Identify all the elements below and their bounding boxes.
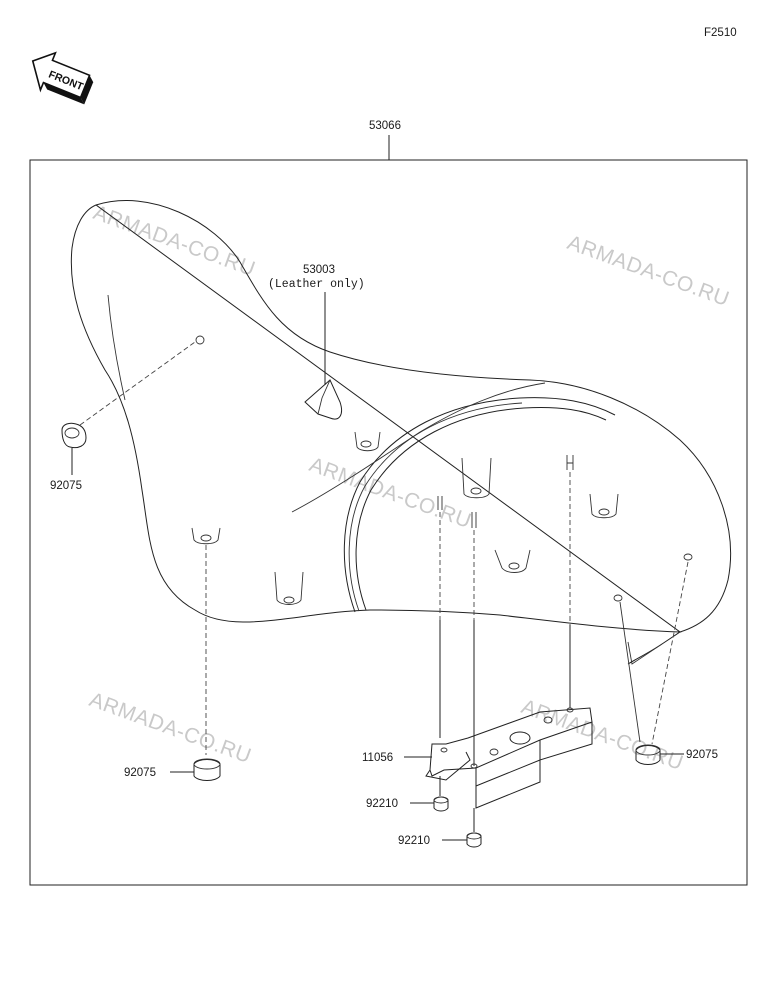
hole-right: [683, 553, 693, 561]
watermark-1: ARMADA-CO.RU: [90, 201, 258, 281]
front-arrow-icon: FRONT: [31, 51, 94, 105]
leader-damper-right-dash: [651, 561, 689, 745]
damper-right: [635, 744, 661, 765]
seat-step-outer: [343, 397, 616, 613]
label-53066: 53066: [369, 120, 401, 132]
bracket-hole-1: [543, 716, 553, 724]
nut-upper: [433, 796, 449, 812]
watermark-2: ARMADA-CO.RU: [564, 231, 732, 311]
seat-outline: [70, 200, 732, 665]
figure-code: F2510: [704, 27, 737, 39]
nut-lower: [466, 832, 482, 848]
rider-contour: [291, 382, 546, 513]
label-leather-only: (Leather only): [268, 278, 365, 291]
bracket-hole-large: [509, 731, 531, 745]
bracket-hole-5: [566, 707, 574, 713]
stud-3: [589, 493, 619, 519]
bracket-11056: [425, 707, 593, 809]
pin-3: [566, 455, 574, 470]
bracket-hole-4: [470, 763, 478, 769]
pin-2: [471, 512, 477, 528]
watermarks: ARMADA-CO.RU ARMADA-CO.RU ARMADA-CO.RU A…: [86, 201, 732, 775]
seat-side-panel: [627, 641, 663, 665]
rear-contour: [107, 294, 126, 401]
leader-damper-left-dash: [79, 341, 196, 426]
seat-drawing: [70, 200, 732, 665]
hole-right-2: [613, 594, 623, 602]
label-92075-bottom: 92075: [124, 767, 156, 779]
label-92210-lower: 92210: [398, 835, 430, 847]
bracket-hole-3: [440, 747, 448, 753]
pin-1: [437, 496, 443, 510]
label-92075-left: 92075: [50, 480, 82, 492]
hole-left: [195, 335, 205, 345]
damper-left: [61, 422, 87, 449]
seat-step-inner: [355, 407, 607, 611]
stud-2: [461, 457, 492, 499]
assembly-frame: [29, 159, 748, 886]
watermark-4: ARMADA-CO.RU: [86, 688, 254, 768]
stud-6: [274, 571, 304, 605]
label-92210-upper: 92210: [366, 798, 398, 810]
seat-studs: [191, 335, 693, 605]
stud-4: [494, 549, 531, 573]
leather-tag: [304, 379, 343, 420]
label-92075-right: 92075: [686, 749, 718, 761]
bracket-hole-2: [489, 748, 499, 756]
leader-damper-right-line: [619, 601, 641, 743]
label-11056: 11056: [362, 752, 393, 764]
watermark-5: ARMADA-CO.RU: [518, 695, 686, 775]
label-53003: 53003: [303, 264, 335, 276]
leather-tag-fold: [317, 379, 331, 415]
damper-bottom: [193, 758, 221, 781]
stud-5: [191, 527, 221, 545]
stud-1: [354, 431, 381, 452]
seat-step-welt: [348, 402, 523, 612]
